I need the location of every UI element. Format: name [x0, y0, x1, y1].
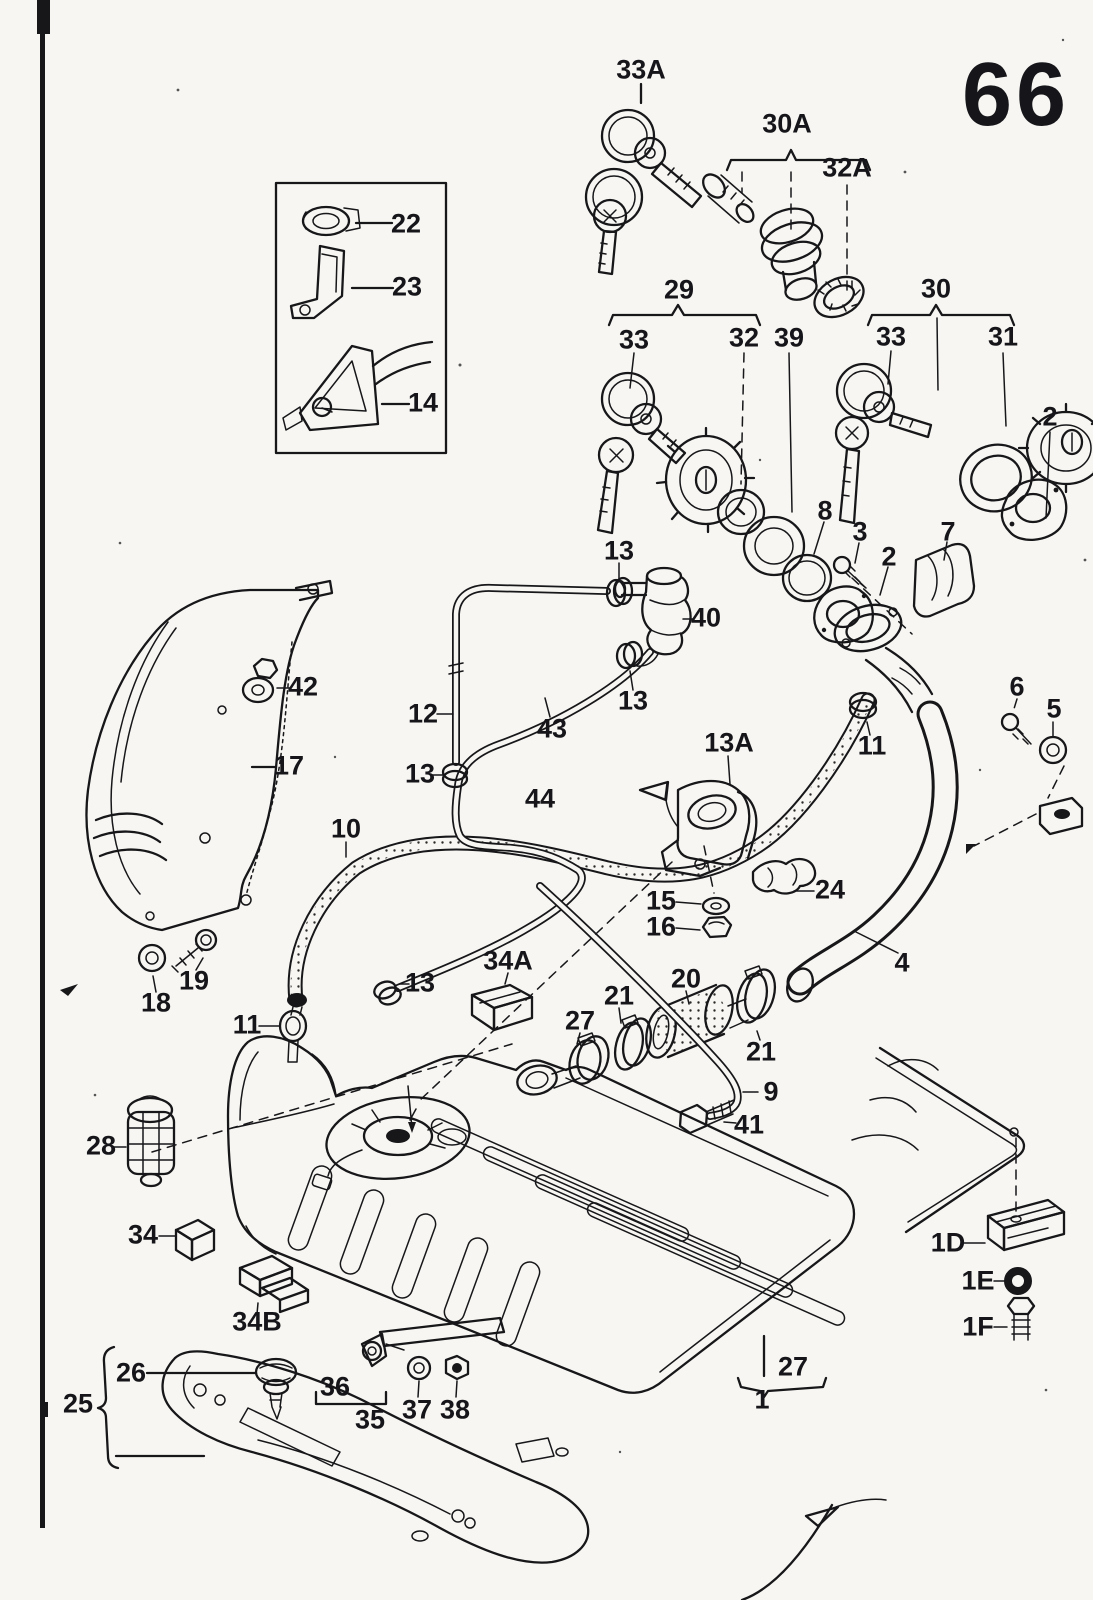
callout-6: 6: [1009, 671, 1025, 702]
callout-30: 30: [920, 273, 952, 304]
callout-42: 42: [287, 671, 319, 702]
callout-27: 27: [777, 1351, 809, 1382]
callout-34B: 34B: [232, 1306, 282, 1337]
callout-13: 13: [404, 758, 436, 789]
callout-4: 4: [894, 947, 910, 978]
page-wrinkle: [740, 1498, 887, 1600]
filter-28: [113, 1095, 176, 1188]
callout-18: 18: [140, 987, 172, 1018]
callout-19: 19: [178, 965, 210, 996]
callout-37: 37: [401, 1394, 433, 1425]
callout-32A: 32A: [822, 152, 872, 183]
callout-3: 3: [852, 516, 868, 547]
callout-13A: 13A: [704, 727, 754, 758]
callout-2: 2: [1042, 401, 1058, 432]
connector-hose-chain: [516, 965, 777, 1096]
callout-8: 8: [817, 495, 833, 526]
fuel-tank: [151, 1035, 856, 1394]
rubber-pads: [145, 972, 534, 1420]
bottom-brace: [736, 1334, 828, 1399]
callout-34: 34: [127, 1219, 159, 1250]
neck-fasteners: [848, 691, 1084, 854]
keys-33a: [584, 82, 703, 276]
callout-1: 1: [754, 1384, 770, 1415]
cap-assembly-30a: [702, 148, 872, 319]
callout-13: 13: [404, 967, 436, 998]
bottom-shield-25: [96, 1316, 590, 1564]
callout-31: 31: [987, 321, 1019, 352]
callout-43: 43: [536, 713, 568, 744]
callout-11: 11: [232, 1009, 262, 1040]
callout-39: 39: [773, 322, 805, 353]
callout-20: 20: [670, 963, 702, 994]
mount-bracket-13a: [417, 755, 817, 1103]
callout-15: 15: [645, 885, 677, 916]
corner-panel: [851, 1046, 1066, 1341]
callout-35: 35: [354, 1404, 386, 1435]
callout-2: 2: [881, 541, 897, 572]
page-number: 66: [962, 45, 1071, 145]
callout-33: 33: [618, 324, 650, 355]
callout-40: 40: [690, 602, 722, 633]
callout-14: 14: [407, 387, 439, 418]
filler-neck: [786, 603, 959, 1003]
callout-44: 44: [524, 783, 556, 814]
callout-27: 27: [564, 1005, 596, 1036]
callout-1E: 1E: [961, 1265, 995, 1296]
vent-hose-10: [258, 692, 876, 1063]
callout-13: 13: [617, 685, 649, 716]
callout-9: 9: [763, 1076, 779, 1107]
callout-7: 7: [940, 516, 956, 547]
cap-assembly-30: [834, 303, 1093, 541]
breather-pipes: [373, 562, 759, 1135]
callout-41: 41: [733, 1109, 765, 1140]
callout-17: 17: [273, 750, 305, 781]
callout-36: 36: [319, 1371, 351, 1402]
callout-25: 25: [62, 1388, 94, 1419]
callout-26: 26: [115, 1357, 147, 1388]
callout-22: 22: [390, 208, 422, 239]
callout-24: 24: [814, 874, 846, 905]
callout-11: 11: [857, 730, 887, 761]
callout-34A: 34A: [483, 945, 533, 976]
callout-1F: 1F: [962, 1311, 994, 1342]
inset-box: [274, 181, 448, 455]
callout-5: 5: [1046, 693, 1062, 724]
callout-10: 10: [330, 813, 362, 844]
cap-assembly-29: [596, 303, 833, 603]
callout-29: 29: [663, 274, 695, 305]
scan-noise: [93, 38, 1087, 1454]
callout-12: 12: [407, 698, 439, 729]
heat-shield-17: [60, 579, 334, 996]
callout-33: 33: [875, 321, 907, 352]
callout-33A: 33A: [616, 54, 666, 85]
callout-13: 13: [603, 535, 635, 566]
callout-16: 16: [645, 911, 677, 942]
callout-21: 21: [745, 1036, 777, 1067]
callout-28: 28: [85, 1130, 117, 1161]
callout-1D: 1D: [930, 1227, 966, 1258]
callout-38: 38: [439, 1394, 471, 1425]
callout-30A: 30A: [762, 108, 812, 139]
binding-edge: [37, 0, 50, 1528]
callout-21: 21: [603, 980, 635, 1011]
callout-32: 32: [728, 322, 760, 353]
callout-23: 23: [391, 271, 423, 302]
